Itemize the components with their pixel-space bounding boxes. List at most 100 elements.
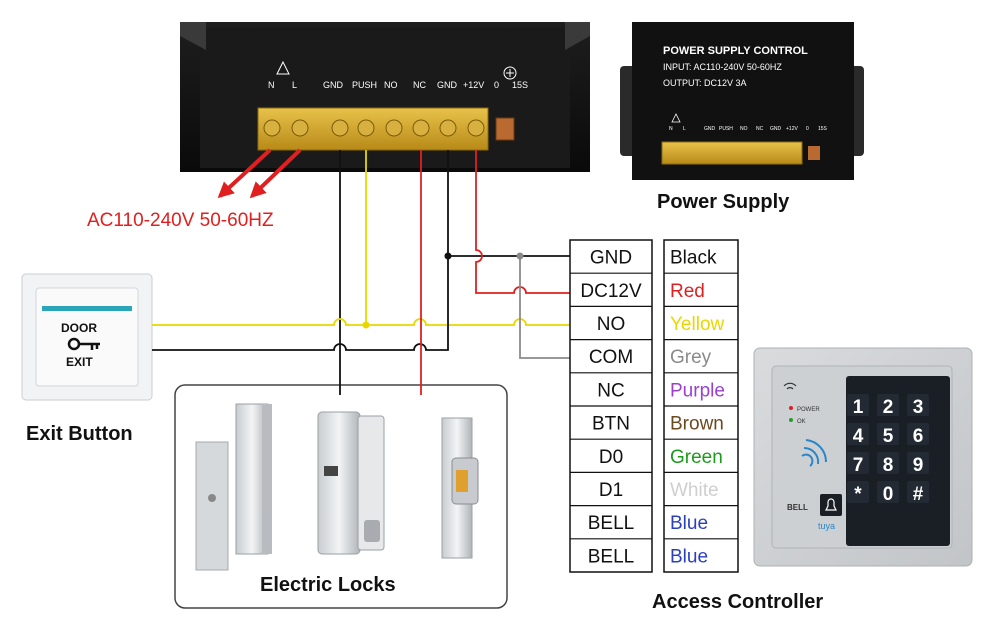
keypad-key-label: 2 (883, 397, 894, 418)
wifi-icon (783, 382, 797, 390)
terminal-label-l: L (292, 80, 297, 90)
pin-label: D0 (599, 447, 623, 468)
pin-label: DC12V (580, 281, 642, 302)
exit-button-indicator (42, 306, 132, 311)
mount-tab-right (565, 22, 590, 50)
armature-hole (208, 494, 216, 502)
ok-led-icon (789, 418, 793, 422)
wire-color-label: White (670, 480, 719, 501)
power-led-label: POWER (797, 407, 820, 413)
bolt-lock-plate (357, 415, 385, 551)
keypad-key-label: 6 (913, 426, 924, 447)
bell-label: BELL (787, 503, 808, 512)
wire-color-label: Green (670, 447, 723, 468)
terminal-screw (291, 119, 309, 137)
terminal-screw (412, 119, 430, 137)
terminal-screw (263, 119, 281, 137)
psu-small-term-0: 0 (806, 126, 809, 132)
terminal-screw (385, 119, 403, 137)
psu-small-term-n: N (669, 126, 673, 132)
terminal-label-15s: 15S (512, 80, 528, 90)
psu-small-input: INPUT: AC110-240V 50-60HZ (663, 62, 782, 72)
pin-label: GND (590, 248, 632, 269)
access-controller-caption: Access Controller (652, 591, 823, 613)
terminal-screw (439, 119, 457, 137)
mag-lock-armature (195, 441, 229, 571)
timer-dial-icon (503, 66, 517, 80)
keypad-key[interactable] (907, 481, 929, 503)
electric-locks (195, 403, 479, 571)
bolt-lock-switch (324, 466, 338, 476)
terminal-label-push: PUSH (352, 80, 377, 90)
keypad-key-label: 7 (853, 455, 864, 476)
pin-label: NC (597, 380, 624, 401)
terminal-label-12v: +12V (463, 80, 484, 90)
psu-small-output: OUTPUT: DC12V 3A (663, 78, 747, 88)
psu-small-term-l: L (683, 126, 686, 132)
key-icon (67, 337, 100, 351)
terminal-screw (357, 119, 375, 137)
terminal-label-n: N (268, 80, 275, 90)
exit-button-caption: Exit Button (26, 423, 133, 445)
psu-small-warning-icon (671, 113, 681, 123)
terminal-label-0: 0 (494, 80, 499, 90)
ok-led-label: OK (797, 419, 806, 425)
power-supply-small: POWER SUPPLY CONTROL INPUT: AC110-240V 5… (620, 22, 864, 180)
brand-logo: tuya (818, 521, 835, 531)
keypad-key[interactable] (907, 452, 929, 474)
keypad-key[interactable] (847, 423, 869, 445)
keypad-key[interactable] (877, 423, 899, 445)
keypad-key-label: 3 (913, 397, 924, 418)
psu-small-title: POWER SUPPLY CONTROL (663, 45, 808, 57)
keypad-key[interactable] (847, 452, 869, 474)
keypad-key-label: 8 (883, 455, 894, 476)
keypad-key-label: 5 (883, 426, 894, 447)
wire-color-label: Brown (670, 414, 724, 435)
strike-lock-latch (456, 470, 468, 492)
pin-label: BTN (592, 414, 630, 435)
keypad-key[interactable] (907, 423, 929, 445)
keypad-key-label: 4 (853, 426, 864, 447)
mount-tab-left (180, 22, 206, 50)
wire-black-exit-to-gnd (152, 256, 449, 351)
bolt-lock-body (317, 411, 361, 555)
psu-small-term-gnd: GND (704, 126, 716, 132)
keypad-key[interactable] (877, 394, 899, 416)
bell-icon (825, 498, 837, 511)
psu-small-term-gnd2: GND (770, 126, 782, 132)
junction-yellow (362, 321, 370, 329)
psu-small-terminal-block (661, 141, 803, 165)
terminal-screws (263, 119, 485, 137)
wire-color-label: Black (670, 248, 717, 269)
wire-red-12v-to-controller (475, 150, 570, 294)
keypad-key-label: 1 (853, 397, 864, 418)
keypad-key[interactable] (907, 394, 929, 416)
keypad-key-label: * (854, 484, 862, 505)
terminal-screw (331, 119, 349, 137)
terminal-label-nc: NC (413, 80, 426, 90)
bolt-lock-bolt (364, 520, 380, 542)
keypad-key[interactable] (877, 481, 899, 503)
terminal-screw (467, 119, 485, 137)
keypad-key[interactable] (847, 481, 869, 503)
warning-icon (276, 60, 290, 75)
pin-label: BELL (588, 546, 634, 567)
ac-arrow-l (249, 148, 302, 199)
keypad-key-label: # (913, 484, 924, 505)
ac-input-label: AC110-240V 50-60HZ (87, 210, 274, 231)
psu-small-term-12v: +12V (786, 126, 798, 132)
timer-knob (495, 117, 515, 141)
wire-yellow-exit-to-no (152, 318, 570, 326)
timer-dial-cross (506, 69, 514, 77)
psu-small-term-15s: 15S (818, 126, 828, 132)
wire-color-label: Purple (670, 380, 725, 401)
bell-button[interactable] (820, 494, 842, 516)
keypad-key[interactable] (847, 394, 869, 416)
power-led-icon (789, 406, 793, 410)
keypad-key[interactable] (877, 452, 899, 474)
keypad-key-label: 9 (913, 455, 924, 476)
junction-grey (516, 252, 524, 260)
